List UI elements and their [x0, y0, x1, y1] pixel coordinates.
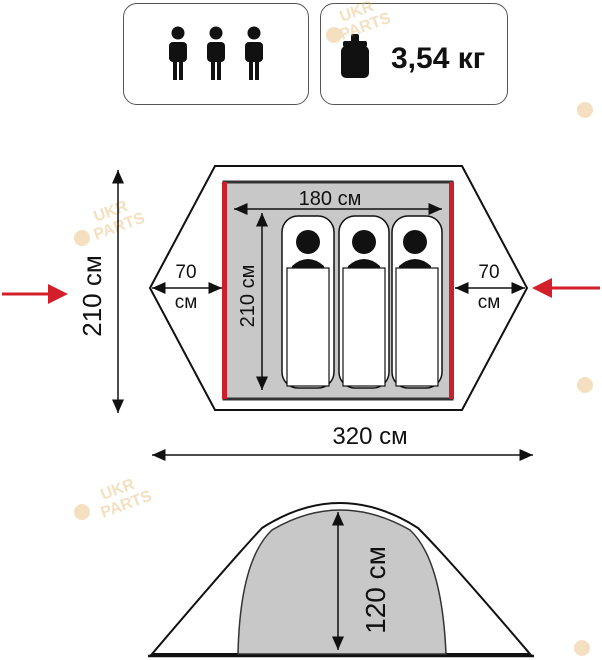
entrance-arrow-left — [2, 284, 68, 304]
inner-width-label: 210 см — [237, 265, 259, 328]
sleeping-place — [338, 215, 390, 389]
weight-card: 3,54 кг — [320, 3, 508, 105]
vestibule-left-unit: см — [175, 292, 198, 313]
height-label: 120 см — [360, 546, 391, 634]
sleeping-place — [391, 215, 443, 389]
weight-icon — [341, 34, 369, 78]
sleeping-places — [281, 215, 443, 389]
inner-tent-left-wall — [222, 182, 227, 399]
capacity-card — [123, 3, 309, 105]
total-length-label: 320 см — [332, 423, 407, 450]
people-icon — [169, 26, 263, 80]
inner-length-label: 180 см — [299, 188, 362, 210]
vestibule-right-value: 70 — [478, 262, 499, 283]
vestibule-right-unit: см — [478, 292, 501, 313]
weight-value: 3,54 кг — [391, 42, 486, 75]
vestibule-left-value: 70 — [175, 262, 196, 283]
sleeping-place — [281, 215, 335, 389]
total-depth-label: 210 см — [77, 255, 107, 336]
inner-tent-right-wall — [449, 182, 454, 399]
entrance-arrow-right — [532, 278, 600, 298]
